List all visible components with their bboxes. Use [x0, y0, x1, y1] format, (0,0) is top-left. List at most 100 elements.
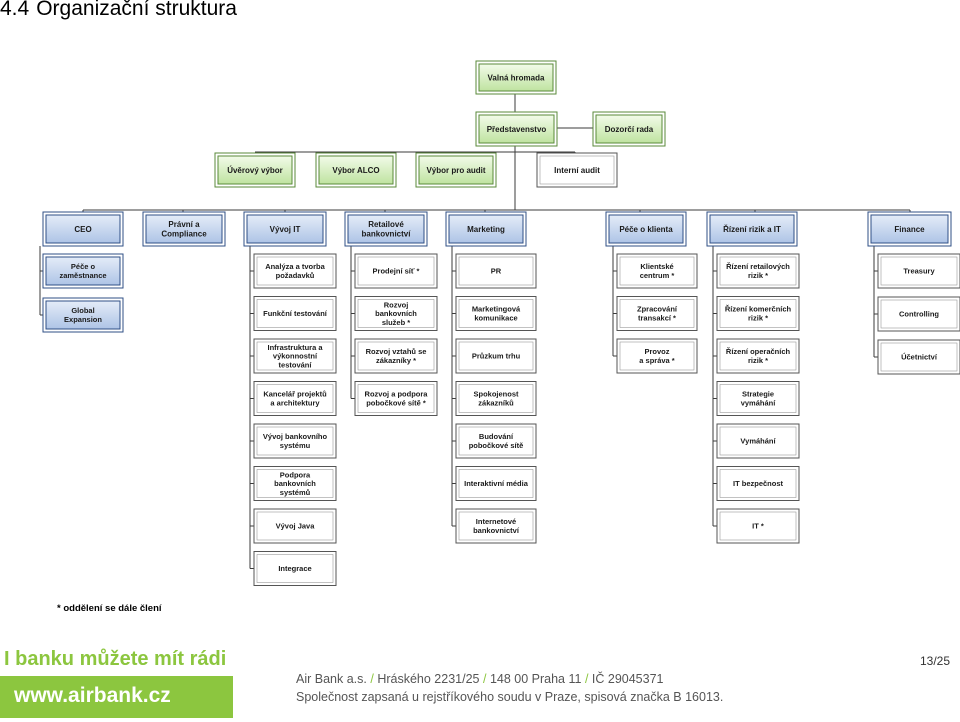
box-dept-finance-label: Finance	[894, 225, 925, 234]
box-unit-marketing-label: Průzkum trhu	[472, 352, 521, 361]
footer-separator: /	[584, 672, 589, 686]
box-unit-vyvoj: Funkční testování	[253, 296, 337, 331]
box-unit-finance: Treasury	[877, 253, 960, 289]
box-dept-ceo: CEO	[42, 211, 124, 247]
box-dept-rizeni-label: Řízení rizik a IT	[723, 225, 781, 234]
box-unit-rizeni-label: Vymáhání	[740, 437, 776, 446]
box-dept-finance: Finance	[867, 211, 952, 247]
box-unit-vyvoj: Vývoj Java	[253, 508, 337, 544]
footer-slogan: I banku můžete mít rádi	[4, 648, 227, 670]
box-unit-finance-label: Účetnictví	[901, 353, 938, 362]
footnote: * oddělení se dále člení	[57, 603, 162, 614]
box-committee: Výbor pro audit	[415, 152, 497, 188]
footer-ic: IČ 29045371	[591, 672, 664, 686]
box-unit-vyvoj-label: Funkční testování	[263, 309, 328, 318]
box-dozorci-rada: Dozorčí rada	[592, 111, 666, 147]
box-committee: Úvěrový výbor	[214, 152, 296, 188]
footer-street: Hráského 2231/25	[377, 672, 480, 686]
heading-number: 4.4	[0, 0, 30, 20]
box-unit-rizeni: IT bezpečnost	[716, 466, 800, 501]
box-committee-label: Výbor ALCO	[332, 166, 379, 175]
footer-city: 148 00 Praha 11	[489, 672, 582, 686]
box-unit-finance-label: Treasury	[903, 267, 935, 276]
box-dept-vyvoj-it: Vývoj IT	[243, 211, 327, 247]
heading-title: Organizační struktura	[36, 0, 237, 20]
box-unit-retail: Prodejní síť *	[354, 253, 438, 289]
box-unit-marketing-label: Interaktivní média	[464, 479, 529, 488]
box-dept-pece: Péče o klienta	[605, 211, 687, 247]
footer-register: Společnost zapsaná u rejstříkového soudu…	[296, 690, 724, 704]
footer-url-text[interactable]: www.airbank.cz	[14, 684, 171, 707]
box-predstavenstvo-label: Představenstvo	[487, 125, 547, 134]
box-unit-marketing: Interaktivní média	[455, 466, 537, 501]
box-committee-label: Úvěrový výbor	[227, 166, 283, 175]
box-dozorci-rada-label: Dozorčí rada	[605, 125, 654, 134]
box-committee: Výbor ALCO	[315, 152, 397, 188]
footer-address: Air Bank a.s. / Hráského 2231/25 / 148 0…	[296, 672, 664, 686]
box-unit-vyvoj-label: Vývoj Java	[276, 522, 316, 531]
footer-url[interactable]: www.airbank.cz	[0, 676, 233, 718]
box-dept-marketing-label: Marketing	[467, 225, 505, 234]
box-unit-finance: Controlling	[877, 296, 960, 332]
box-dept-vyvoj-it-label: Vývoj IT	[270, 225, 301, 234]
box-interni-audit-label: Interní audit	[554, 166, 600, 175]
footer-separator: /	[370, 672, 374, 686]
box-unit-vyvoj: Integrace	[253, 551, 337, 586]
box-unit-marketing-label: PR	[491, 267, 502, 276]
box-predstavenstvo: Představenstvo	[475, 111, 558, 147]
box-unit-marketing: PR	[455, 253, 537, 289]
connector-lines	[39, 94, 911, 569]
box-unit-retail-label: Prodejní síť *	[373, 267, 420, 276]
box-unit-rizeni: IT *	[716, 508, 800, 544]
box-interni-audit: Interní audit	[536, 152, 618, 188]
box-valna-hromada-label: Valná hromada	[488, 73, 545, 82]
box-unit-rizeni-label: IT *	[752, 522, 764, 531]
box-unit-rizeni-label: IT bezpečnost	[733, 479, 784, 488]
box-unit-finance-label: Controlling	[899, 310, 939, 319]
